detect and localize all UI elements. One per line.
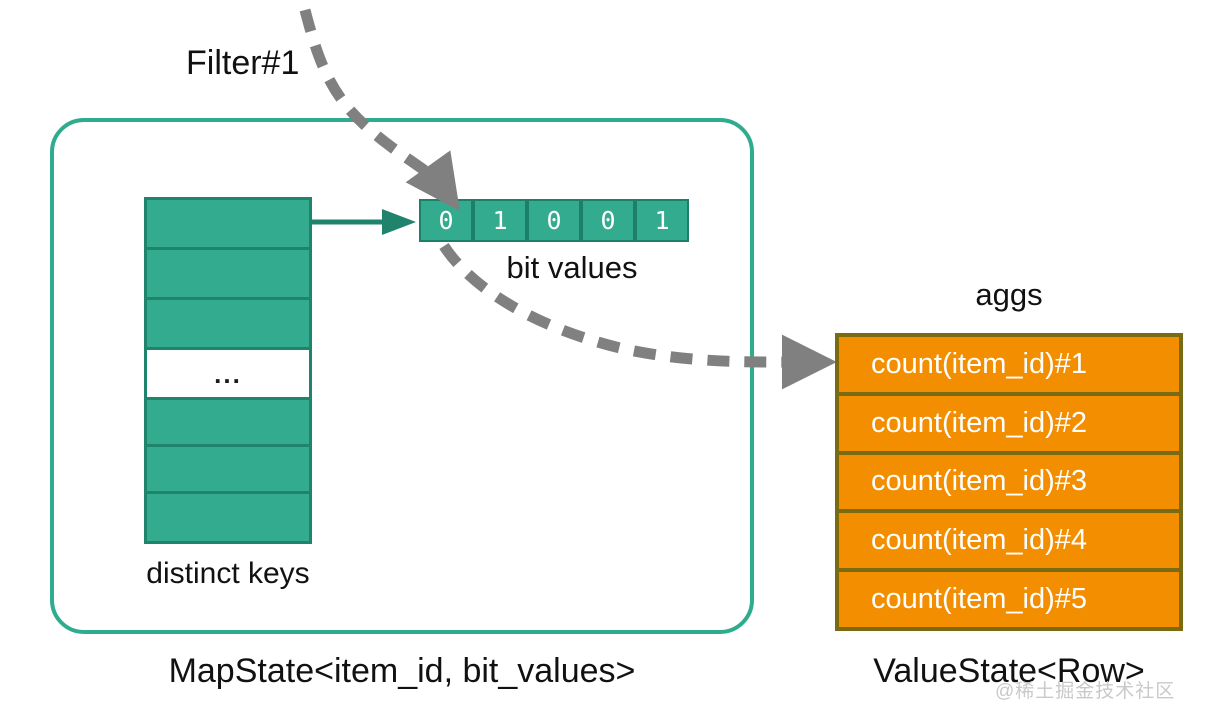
keys-to-bits-arrow-icon xyxy=(312,209,416,235)
agg-row: count(item_id)#5 xyxy=(839,572,1179,627)
filter-label: Filter#1 xyxy=(186,44,300,82)
agg-row: count(item_id)#4 xyxy=(839,513,1179,573)
bit-cell: 0 xyxy=(581,199,635,242)
watermark: @稀土掘金技术社区 xyxy=(995,681,1176,702)
key-cell xyxy=(144,297,312,350)
distinct-keys-caption: distinct keys xyxy=(146,557,310,590)
key-cell xyxy=(144,491,312,544)
aggs-box: count(item_id)#1 count(item_id)#2 count(… xyxy=(835,333,1183,631)
key-cell xyxy=(144,444,312,497)
aggs-label: aggs xyxy=(975,277,1043,312)
agg-row: count(item_id)#3 xyxy=(839,454,1179,514)
distinct-keys-column: ... distinct keys xyxy=(144,197,312,590)
key-cell xyxy=(144,197,312,250)
bit-values-row: 0 1 0 0 1 xyxy=(419,199,689,242)
valuestate-caption: ValueState<Row> xyxy=(873,652,1145,690)
bit-cell: 1 xyxy=(635,199,689,242)
key-cell xyxy=(144,397,312,450)
key-cell-ellipsis: ... xyxy=(144,347,312,400)
bit-values-caption: bit values xyxy=(506,250,638,285)
bit-cell: 0 xyxy=(419,199,473,242)
agg-row: count(item_id)#2 xyxy=(839,395,1179,455)
bit-cell: 0 xyxy=(527,199,581,242)
bit-cell: 1 xyxy=(473,199,527,242)
mapstate-caption: MapState<item_id, bit_values> xyxy=(168,652,636,690)
agg-row: count(item_id)#1 xyxy=(839,337,1179,396)
key-cell xyxy=(144,247,312,300)
